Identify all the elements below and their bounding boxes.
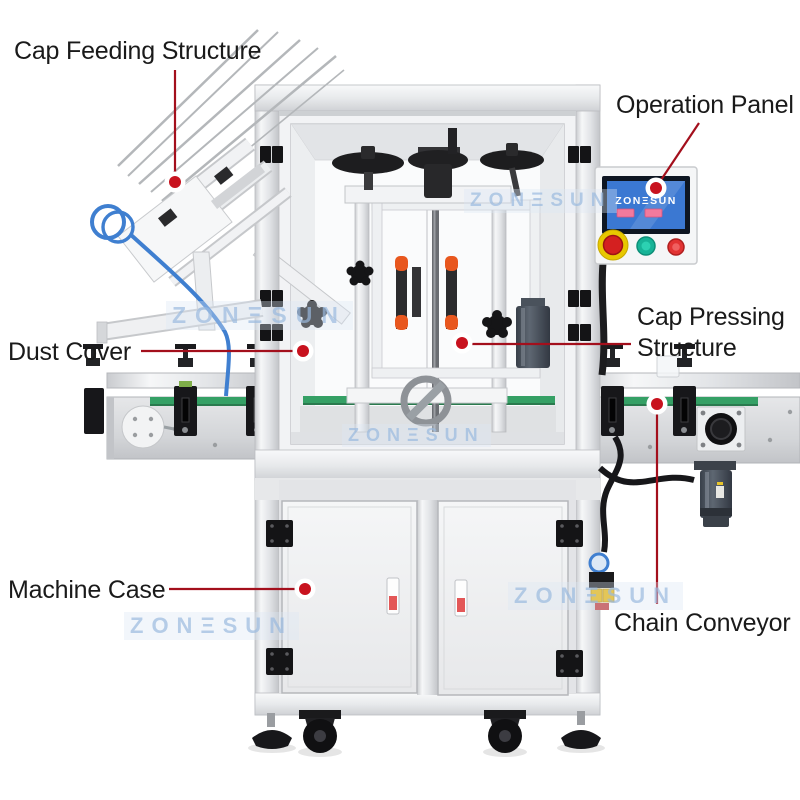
feeder-crossbar [100,301,264,339]
label-cap-feeding-structure: Cap Feeding Structure [14,37,262,65]
brand-watermark: ZONΞSUN [124,612,300,640]
capping-motor [516,298,550,368]
hinge [260,146,591,341]
brand-watermark: ZONΞSUN [508,582,684,610]
cable [597,465,695,486]
rail-clamp [673,344,696,436]
operation-panel: ZONΞSUN [594,166,698,376]
emergency-stop-button[interactable] [602,234,624,256]
cap-feeding-structure [90,29,345,397]
rail-clamp [174,344,197,436]
case-door-left [281,500,418,694]
rail-clamp [601,344,624,436]
feeder-clamp [158,208,178,227]
orange-grip-bar [395,256,408,330]
screen-soft-key[interactable] [616,208,635,218]
brand-watermark: ZONΞSUN [464,189,618,213]
orange-grip-bar [445,256,458,330]
callout-dot [292,340,314,362]
right-conveyor [577,344,800,464]
air-treatment-unit [588,552,615,610]
callout-dots [164,171,668,600]
guide-bar [412,267,421,317]
label-dust-cover: Dust Cover [8,338,132,366]
caster-wheel [484,710,526,753]
handwheel [332,146,404,190]
feeder-plate [117,175,233,283]
screen-brand-text: ZONΞSUN [615,195,677,207]
callout-dot [294,578,316,600]
conveyor-guide-rail-right [577,372,800,389]
conveyor-motor-assembly [588,435,736,610]
callout-dot [645,177,667,199]
callout-dot [164,171,186,193]
star-knob [346,260,374,286]
leveling-foot [252,713,292,749]
callout-line-operation-panel [658,122,700,184]
label-operation-panel: Operation Panel [616,91,794,119]
machine-case-body [266,480,583,696]
dust-cover-enclosure [252,111,576,453]
capping-chuck [408,128,468,198]
case-door-right [437,500,569,696]
leveling-foot [561,711,601,749]
feeder-clamp [214,166,234,185]
rail-clamp [83,344,104,434]
star-knob [297,300,327,328]
brand-watermark: ZONΞSUN [166,301,353,330]
panel-cable [598,262,608,376]
callout-lines [141,70,700,604]
callout-dot [451,332,473,354]
adjustment-wheel [400,375,452,427]
casters-and-feet [248,710,605,757]
brand-watermark: ZONΞSUN [342,424,491,447]
handwheel [480,143,544,197]
pneumatic-tube [90,204,231,397]
cable [600,435,624,553]
conveyor-drive-plate [696,406,746,452]
frame-mid-beam [254,449,601,481]
star-knob [482,310,512,338]
caster-wheel [299,710,341,753]
conveyor-guide-rail-left [106,372,280,389]
frame-top-beam [254,84,601,112]
feeder-rail [169,188,291,286]
label-chain-conveyor: Chain Conveyor [614,609,791,637]
label-cap-pressing-structure: Cap Pressing Structure [637,303,785,362]
feeder-cylinder [210,164,266,209]
screen-soft-key[interactable] [644,208,663,218]
label-machine-case: Machine Case [8,576,166,604]
callout-dot [646,393,668,415]
conveyor-end-plate [121,405,165,449]
conveyor-belt-left [150,397,279,404]
left-conveyor [83,344,280,460]
